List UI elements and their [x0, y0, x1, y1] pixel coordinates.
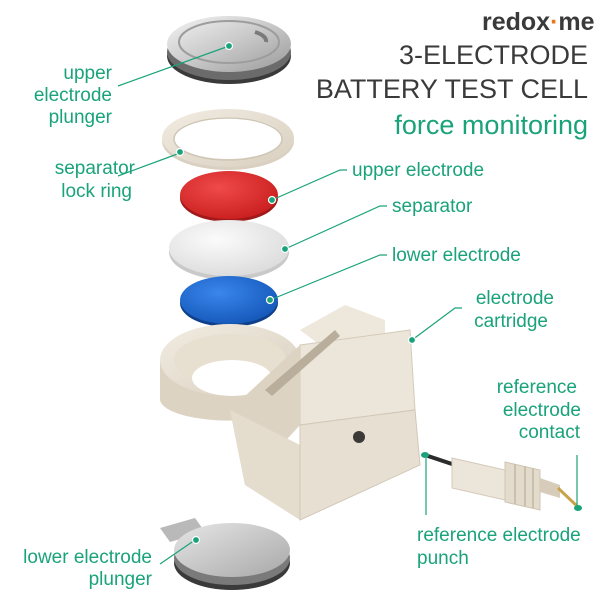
svg-text:lock ring: lock ring — [61, 181, 132, 202]
svg-text:electrode: electrode — [503, 400, 581, 421]
label-lower-electrode: lower electrode — [392, 245, 521, 266]
svg-text:lower electrode: lower electrode — [23, 547, 152, 568]
svg-text:reference electrode: reference electrode — [417, 525, 581, 546]
svg-text:separator: separator — [55, 158, 136, 179]
svg-text:plunger: plunger — [49, 107, 113, 128]
label-separator-lock-ring: separator lock ring — [55, 158, 136, 202]
svg-text:cartridge: cartridge — [474, 311, 548, 332]
label-electrode-cartridge: electrode cartridge — [474, 288, 554, 332]
separator-disc — [169, 220, 289, 276]
label-upper-electrode-plunger: upper electrode plunger — [34, 63, 113, 128]
title-line-2: BATTERY TEST CELL — [316, 74, 588, 104]
svg-text:electrode: electrode — [34, 85, 112, 106]
label-reference-electrode-contact: reference electrode contact — [497, 377, 581, 443]
upper-electrode-disc — [180, 171, 278, 219]
svg-text:punch: punch — [417, 548, 469, 569]
lower-electrode-disc — [180, 276, 278, 324]
reference-electrode-assembly — [421, 452, 582, 511]
svg-text:electrode: electrode — [476, 288, 554, 309]
label-reference-electrode-punch: reference electrode punch — [417, 525, 581, 569]
svg-text:upper: upper — [63, 63, 112, 84]
leader-lines — [117, 41, 578, 565]
label-separator: separator — [392, 196, 473, 217]
label-lower-electrode-plunger: lower electrode plunger — [23, 547, 153, 590]
separator-lock-ring — [162, 109, 294, 170]
label-upper-electrode: upper electrode — [352, 160, 484, 181]
upper-electrode-plunger — [167, 16, 291, 84]
lower-electrode-plunger — [160, 518, 290, 590]
svg-text:plunger: plunger — [89, 569, 153, 590]
svg-text:reference: reference — [497, 377, 577, 398]
brand-logo: redox·me — [482, 8, 595, 36]
subtitle: force monitoring — [394, 110, 588, 140]
title-line-1: 3-ELECTRODE — [399, 40, 588, 70]
electrode-cartridge — [160, 305, 421, 521]
svg-text:contact: contact — [519, 422, 581, 443]
